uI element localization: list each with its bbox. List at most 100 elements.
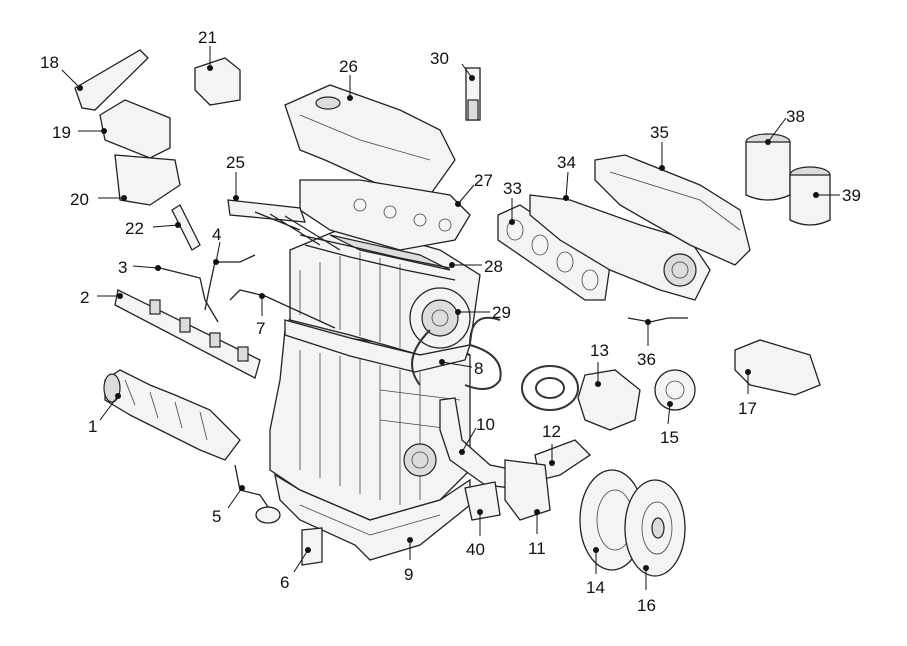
- callout-17: 17: [738, 369, 757, 418]
- fuel-pipe-3: [159, 267, 219, 323]
- callout-label: 40: [466, 540, 485, 559]
- callout-38: 38: [765, 107, 805, 145]
- water-outlet: [504, 459, 551, 521]
- callout-label: 17: [738, 399, 757, 418]
- callout-36: 36: [637, 319, 656, 369]
- callout-label: 28: [484, 257, 503, 276]
- callout-16: 16: [637, 565, 656, 615]
- sensor-30: [465, 67, 481, 121]
- callout-11: 11: [528, 509, 546, 558]
- exhaust-gasket: [497, 204, 611, 301]
- callout-9: 9: [404, 537, 413, 584]
- callout-label: 13: [590, 341, 609, 360]
- exhaust-manifold: [529, 194, 711, 301]
- vacuum-pump: [654, 369, 696, 411]
- fuel-pipe-4: [204, 254, 256, 311]
- callout-18: 18: [40, 53, 83, 91]
- callout-label: 14: [586, 578, 605, 597]
- callout-label: 19: [52, 123, 71, 142]
- timing-pulley: [409, 287, 471, 349]
- starter-motor: [734, 339, 821, 396]
- callout-label: 12: [542, 422, 561, 441]
- crankshaft: [103, 369, 241, 461]
- callout-label: 35: [650, 123, 669, 142]
- callout-label: 1: [88, 417, 97, 436]
- callout-40: 40: [466, 509, 485, 559]
- callout-22: 22: [125, 219, 181, 238]
- pipe-36: [627, 317, 688, 323]
- injector-22: [171, 204, 201, 251]
- callout-label: 18: [40, 53, 59, 72]
- callout-1: 1: [88, 393, 121, 436]
- callout-label: 34: [557, 153, 576, 172]
- engine-mount-19: [99, 99, 171, 159]
- clutch-disc: [624, 479, 686, 577]
- callout-label: 21: [198, 28, 217, 47]
- callout-label: 3: [118, 258, 127, 277]
- callout-3: 3: [118, 258, 161, 277]
- callout-10: 10: [459, 415, 495, 455]
- callout-label: 27: [474, 171, 493, 190]
- callout-39: 39: [813, 186, 861, 205]
- callout-8: 8: [439, 359, 483, 378]
- callout-20: 20: [70, 190, 127, 209]
- oil-filter: [789, 166, 831, 226]
- callout-label: 11: [528, 539, 546, 558]
- callout-label: 26: [339, 57, 358, 76]
- callout-label: 29: [492, 303, 511, 322]
- engine-mount-arm: [74, 49, 149, 111]
- head-gasket: [284, 319, 471, 373]
- callout-12: 12: [542, 422, 561, 466]
- callout-5: 5: [212, 485, 245, 526]
- callout-15: 15: [660, 401, 679, 447]
- callout-28: 28: [449, 257, 503, 276]
- callout-label: 39: [842, 186, 861, 205]
- bracket-6: [301, 527, 323, 566]
- callout-33: 33: [503, 179, 522, 225]
- camshaft-carrier: [299, 179, 471, 251]
- engine-mount-21: [194, 57, 241, 106]
- callout-label: 10: [476, 415, 495, 434]
- callout-label: 8: [474, 359, 483, 378]
- callout-label: 38: [786, 107, 805, 126]
- callout-6: 6: [280, 547, 311, 592]
- callout-label: 9: [404, 565, 413, 584]
- callout-19: 19: [52, 123, 107, 142]
- callout-27: 27: [455, 171, 493, 207]
- callout-13: 13: [590, 341, 609, 387]
- callout-label: 36: [637, 350, 656, 369]
- oil-sump: [274, 473, 471, 561]
- callout-label: 15: [660, 428, 679, 447]
- callout-label: 7: [256, 319, 265, 338]
- callout-label: 5: [212, 507, 221, 526]
- bracket-40: [464, 481, 501, 521]
- rocker-rail: [299, 234, 456, 281]
- callout-29: 29: [455, 303, 511, 322]
- fuel-filter: [745, 133, 791, 201]
- callout-label: 20: [70, 190, 89, 209]
- callout-35: 35: [650, 123, 669, 171]
- callout-26: 26: [339, 57, 358, 101]
- injector-harness: [227, 199, 341, 251]
- callout-21: 21: [198, 28, 217, 71]
- callout-25: 25: [226, 153, 245, 201]
- callout-label: 22: [125, 219, 144, 238]
- callouts: 1 2 3 4 5 6 7: [40, 28, 861, 615]
- valve-cover: [284, 84, 456, 196]
- oil-pickup-pipe: [234, 464, 281, 524]
- engine-mount-20: [114, 154, 181, 206]
- watermark: [411, 316, 579, 411]
- callout-14: 14: [586, 547, 605, 597]
- callout-label: 6: [280, 573, 289, 592]
- callout-34: 34: [557, 153, 576, 201]
- callout-label: 16: [637, 596, 656, 615]
- callout-label: 2: [80, 288, 89, 307]
- callout-label: 25: [226, 153, 245, 172]
- callout-label: 30: [430, 49, 449, 68]
- callout-30: 30: [430, 49, 475, 81]
- callout-label: 4: [212, 225, 221, 244]
- callout-7: 7: [256, 293, 265, 338]
- callout-4: 4: [212, 225, 221, 265]
- callout-label: 33: [503, 179, 522, 198]
